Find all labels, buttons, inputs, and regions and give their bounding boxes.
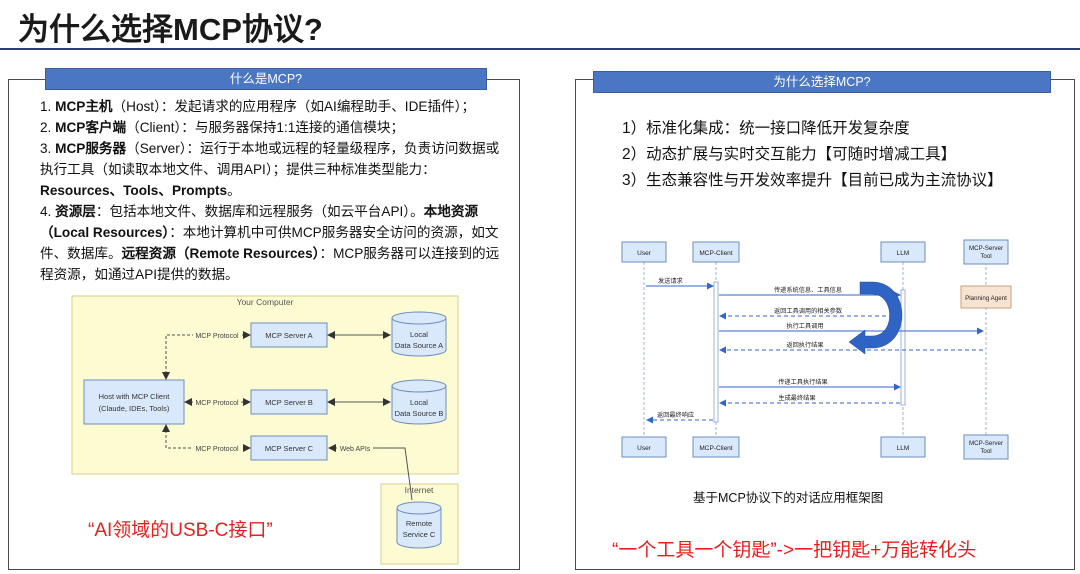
left-slogan: “AI领域的USB-C接口”	[88, 520, 273, 541]
term-client: MCP客户端	[55, 120, 127, 135]
term-capabilities: Resources、Tools、Prompts	[40, 183, 228, 198]
reason-3: 3）生态兼容性与开发效率提升【目前已成为主流协议】	[622, 172, 1003, 189]
term-remote-resources: 远程资源（Remote Resources）	[121, 246, 320, 261]
term-local-resources: 本地资源（Local Resources）	[40, 204, 479, 240]
term-resource-layer: 资源层	[55, 204, 96, 219]
def-item-server: 3. MCP服务器（Server）：运行于本地或远程的轻量级程序，负责访问数据或…	[40, 141, 500, 198]
diagram-caption: 基于MCP协议下的对话应用框架图	[693, 491, 884, 505]
def-item-host: 1. MCP主机（Host）：发起请求的应用程序（如AI编程助手、IDE插件）；	[40, 99, 476, 114]
reasons-list: 1）标准化集成：统一接口降低开发复杂度 2）动态扩展与实时交互能力【可随时增减工…	[622, 116, 1003, 194]
def-item-resources: 4. 资源层：包括本地文件、数据库和远程服务（如云平台API）。本地资源（Loc…	[40, 204, 500, 282]
term-host: MCP主机	[55, 99, 113, 114]
mcp-definition: 1. MCP主机（Host）：发起请求的应用程序（如AI编程助手、IDE插件）；…	[40, 96, 510, 285]
page-title: 为什么选择MCP协议?	[18, 12, 323, 47]
reason-2: 2）动态扩展与实时交互能力【可随时增减工具】	[622, 146, 957, 163]
right-slogan: “一个工具一个钥匙”->一把钥匙+万能转化头	[612, 540, 977, 561]
def-item-client: 2. MCP客户端（Client）：与服务器保持1:1连接的通信模块；	[40, 120, 405, 135]
right-panel-header: 为什么选择MCP?	[593, 71, 1051, 93]
right-panel	[575, 79, 1075, 570]
reason-1: 1）标准化集成：统一接口降低开发复杂度	[622, 120, 910, 137]
term-server: MCP服务器	[55, 141, 127, 156]
title-divider	[0, 48, 1080, 50]
left-panel-header: 什么是MCP?	[45, 68, 487, 90]
